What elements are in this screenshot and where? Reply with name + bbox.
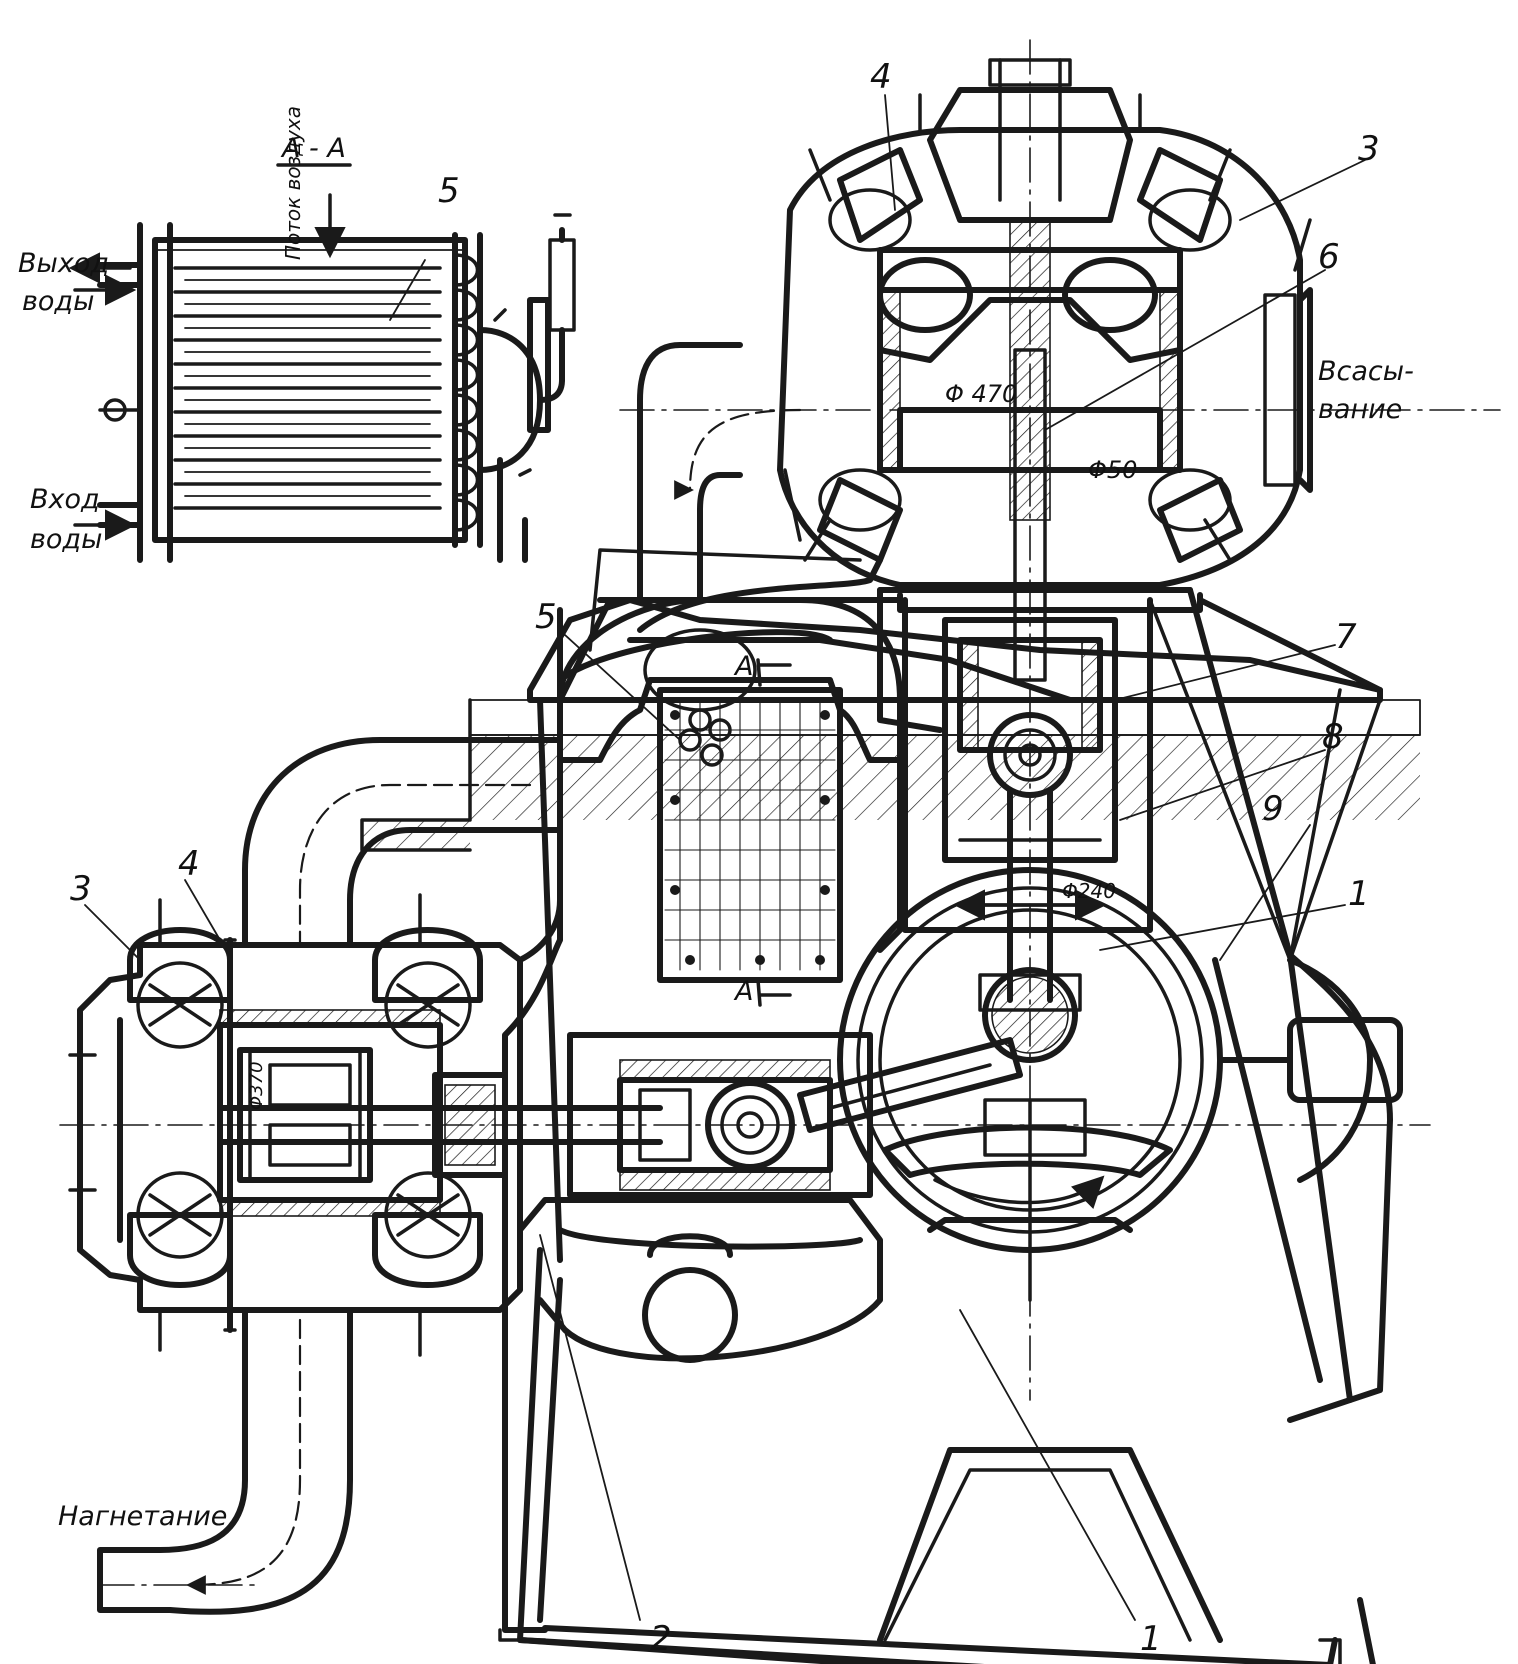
frame-body [877, 587, 1393, 1423]
discharge-pipe [97, 1307, 353, 1615]
suction-label-2: вание [1318, 394, 1402, 425]
callout-6: 6 [1318, 237, 1340, 277]
base-frame [498, 607, 1376, 1664]
callout-7: 7 [1335, 617, 1357, 657]
callout-5-main: 5 [535, 597, 557, 637]
callout-9: 9 [1262, 789, 1284, 829]
water-in-label-2: воды [30, 524, 102, 555]
dimension-50: Φ50 [1088, 456, 1137, 484]
section-a-a [68, 193, 576, 563]
callout-5-section: 5 [438, 171, 460, 211]
water-in-label-1: Вход [30, 484, 100, 515]
section-mark-top: А [733, 651, 753, 682]
section-mark-bottom: А [733, 976, 753, 1007]
callout-2: 2 [650, 1619, 672, 1659]
callout-3-top: 3 [1358, 129, 1380, 169]
dimension-470: Φ 470 [945, 380, 1017, 408]
high-pressure-cylinder [59, 893, 1431, 1357]
callout-1-flywheel: 1 [1140, 1619, 1162, 1659]
water-out-label-1: Выход [18, 248, 109, 279]
air-flow-label: Поток воздуха [281, 106, 305, 260]
callout-1-crank: 1 [1348, 874, 1370, 914]
transfer-pipe-lower [242, 737, 563, 948]
labels: А - А Поток воздуха Выход воды Вход воды… [18, 57, 1414, 1659]
water-out-label-2: воды [22, 286, 94, 317]
discharge-label: Нагнетание [58, 1501, 227, 1532]
dimension-240: Φ240 [1062, 879, 1116, 903]
vertical-crosshead [942, 617, 1118, 1012]
callout-8: 8 [1322, 717, 1344, 757]
callout-3-left: 3 [70, 869, 92, 909]
intercooler-body [517, 597, 903, 983]
callout-leaders [84, 94, 1366, 1621]
crankshaft-flywheel [837, 867, 1403, 1302]
callout-4-top: 4 [870, 57, 892, 97]
callout-4-left: 4 [178, 844, 200, 884]
transfer-pipe-upper [637, 342, 802, 603]
dimension-370: Φ370 [246, 1061, 267, 1110]
section-title: А - А [280, 133, 346, 164]
suction-label-1: Всасы- [1318, 356, 1414, 387]
